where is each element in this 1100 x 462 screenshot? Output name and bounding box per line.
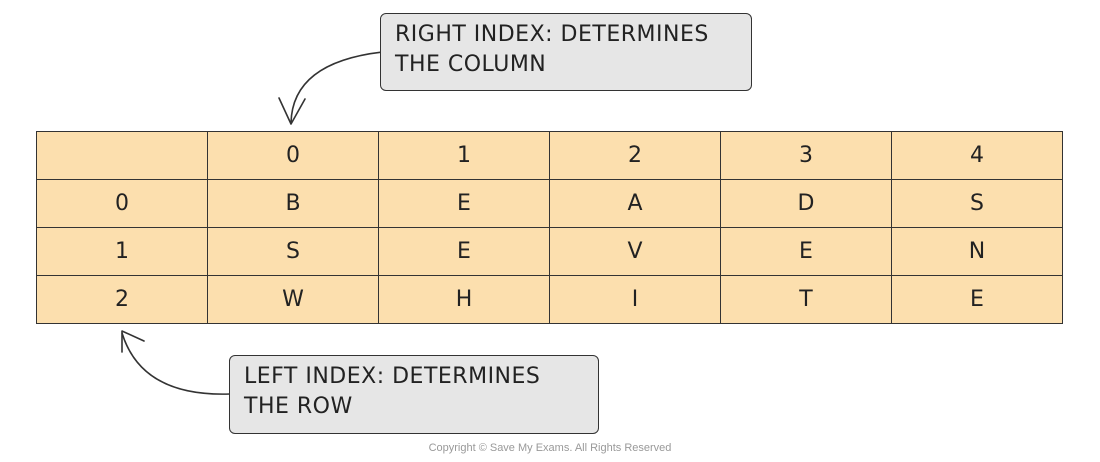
right-index-callout-line-2: THE COLUMN — [395, 52, 547, 77]
column-pointer-arrow — [278, 48, 390, 125]
row-index-2: 2 — [36, 275, 208, 324]
2d-array-table: 0 1 2 3 4 0 B E A D S 1 S E V E N 2 W H … — [36, 131, 1063, 324]
table-cell: E — [720, 227, 892, 276]
right-index-callout-line-1: RIGHT INDEX: DETERMINES — [395, 22, 709, 47]
table-row: 0 B E A D S — [36, 179, 1063, 228]
header-row: 0 1 2 3 4 — [36, 131, 1063, 180]
table-cell: E — [378, 179, 550, 228]
table-cell: B — [207, 179, 379, 228]
table-cell: S — [207, 227, 379, 276]
row-index-1: 1 — [36, 227, 208, 276]
right-index-callout: RIGHT INDEX: DETERMINES THE COLUMN — [380, 13, 752, 91]
table-cell: A — [549, 179, 721, 228]
column-index-0: 0 — [207, 131, 379, 180]
table-cell: E — [891, 275, 1063, 324]
table-row: 1 S E V E N — [36, 227, 1063, 276]
column-index-4: 4 — [891, 131, 1063, 180]
header-corner-cell — [36, 131, 208, 180]
left-index-callout: LEFT INDEX: DETERMINES THE ROW — [229, 355, 599, 434]
table-cell: W — [207, 275, 379, 324]
table-cell: H — [378, 275, 550, 324]
table-row: 2 W H I T E — [36, 275, 1063, 324]
column-index-2: 2 — [549, 131, 721, 180]
left-index-callout-line-1: LEFT INDEX: DETERMINES — [244, 364, 541, 389]
table-cell: D — [720, 179, 892, 228]
table-cell: I — [549, 275, 721, 324]
column-index-1: 1 — [378, 131, 550, 180]
column-index-3: 3 — [720, 131, 892, 180]
row-pointer-arrow — [121, 330, 237, 398]
table-cell: T — [720, 275, 892, 324]
row-index-0: 0 — [36, 179, 208, 228]
table-cell: V — [549, 227, 721, 276]
copyright-notice: Copyright © Save My Exams. All Rights Re… — [428, 442, 672, 454]
left-index-callout-line-2: THE ROW — [244, 394, 353, 419]
table-cell: N — [891, 227, 1063, 276]
table-cell: E — [378, 227, 550, 276]
table-cell: S — [891, 179, 1063, 228]
